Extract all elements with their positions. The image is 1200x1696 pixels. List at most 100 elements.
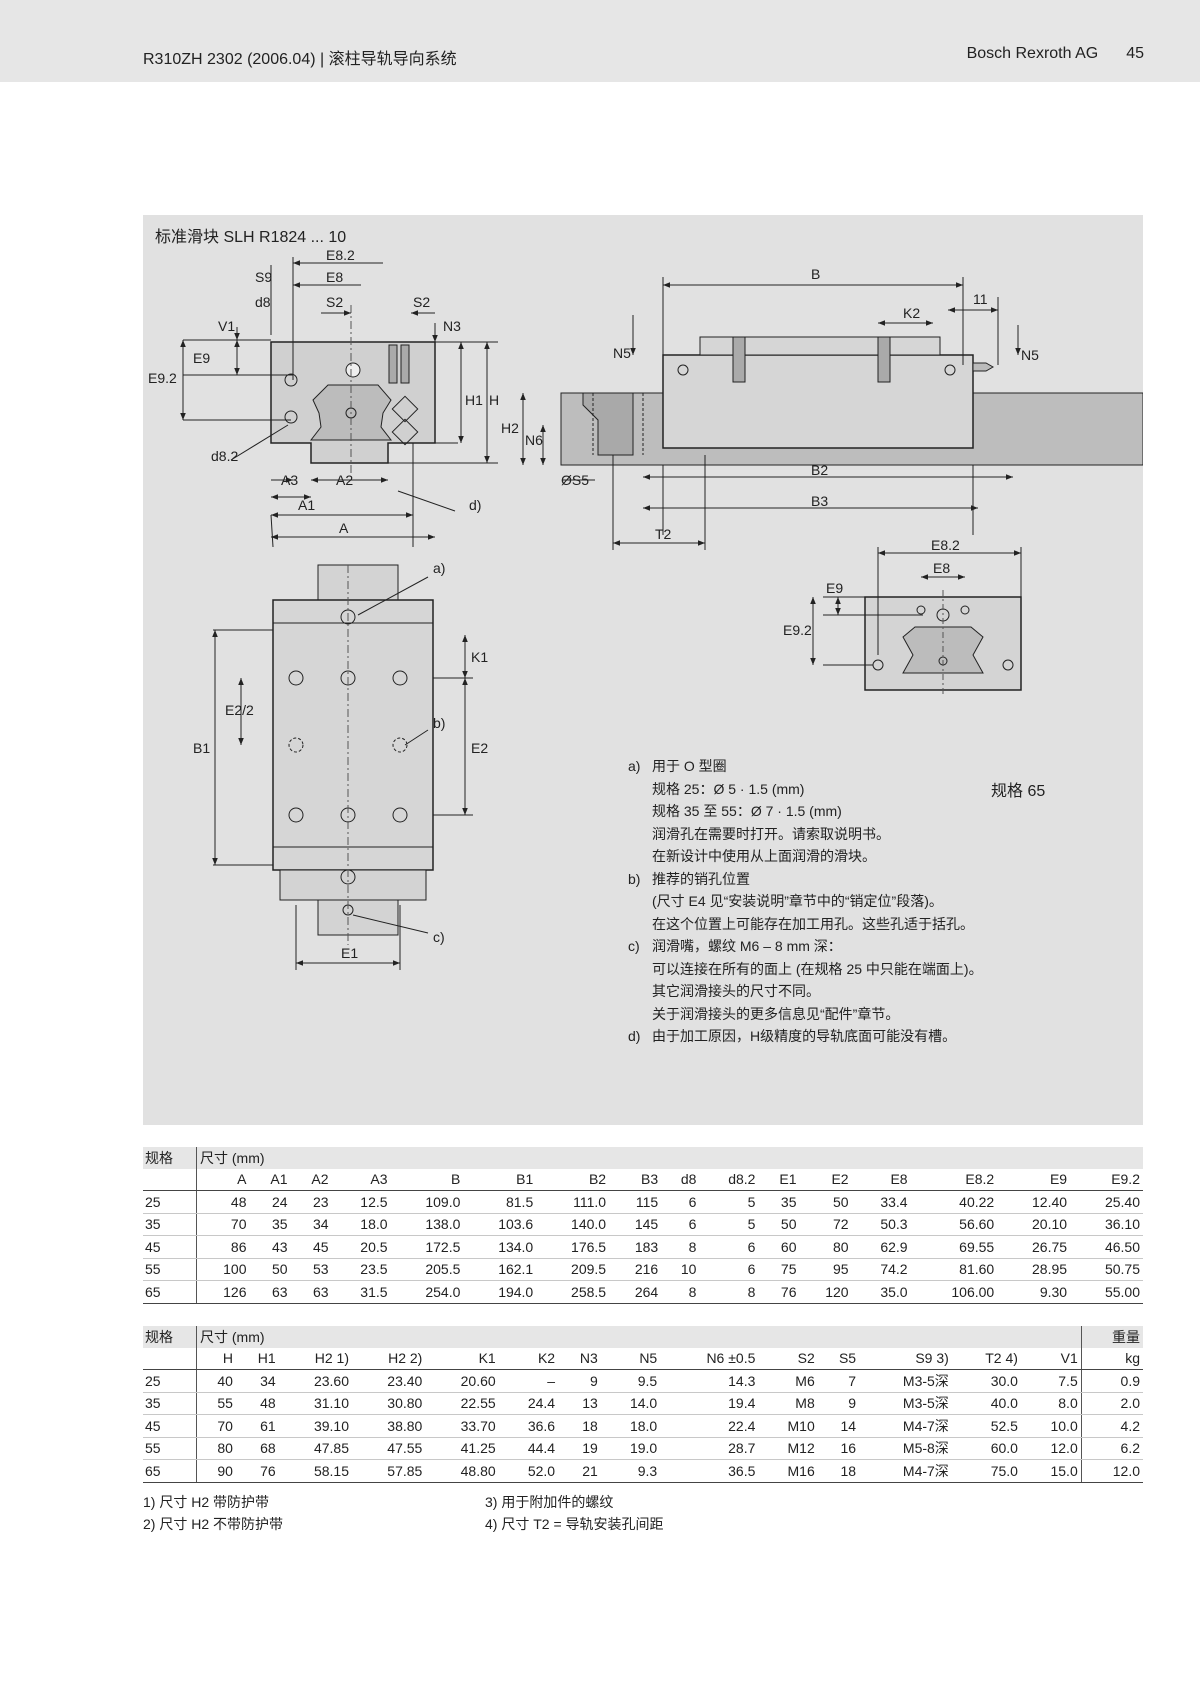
table-cell: 216 bbox=[609, 1258, 662, 1281]
table-cell: 60 bbox=[758, 1235, 800, 1259]
column-header: H2 2) bbox=[352, 1347, 426, 1370]
top-view bbox=[272, 564, 434, 936]
table-cell: M5-8深 bbox=[859, 1437, 952, 1460]
dim-label-d8: d8 bbox=[255, 294, 271, 310]
column-header: H2 1) bbox=[278, 1347, 352, 1370]
dim-label-N6: N6 bbox=[525, 432, 543, 448]
table-cell: 111.0 bbox=[536, 1190, 610, 1214]
table-cell: 47.85 bbox=[278, 1437, 352, 1460]
table-cell: 10.0 bbox=[1020, 1414, 1082, 1438]
dim-label-N5-right: N5 bbox=[1021, 347, 1039, 363]
table-cell: M3-5深 bbox=[859, 1369, 952, 1393]
table-cell: 48 bbox=[196, 1190, 250, 1214]
table-cell: 115 bbox=[609, 1190, 662, 1214]
callout-d: d) bbox=[469, 497, 481, 513]
dim-label-E8: E8 bbox=[326, 269, 343, 285]
column-header: E8.2 bbox=[910, 1168, 998, 1191]
table-cell: 23.40 bbox=[352, 1369, 426, 1393]
doc-ref: R310ZH 2302 (2006.04) bbox=[143, 51, 316, 68]
table-cell: 34 bbox=[235, 1369, 279, 1393]
figure-title: 标准滑块 SLH R1824 ... 10 bbox=[155, 229, 347, 246]
front-view bbox=[270, 341, 436, 464]
table-cell: 6 bbox=[699, 1235, 759, 1259]
table-cell: 50.3 bbox=[851, 1213, 911, 1236]
column-header: N5 bbox=[600, 1347, 661, 1370]
size-cell: 45 bbox=[143, 1414, 197, 1438]
table-cell: 194.0 bbox=[463, 1280, 537, 1304]
column-header: S2 bbox=[758, 1347, 818, 1370]
column-header: E9.2 bbox=[1070, 1168, 1143, 1191]
table-cell: 18 bbox=[558, 1414, 601, 1438]
dim-label-H1: H1 bbox=[465, 392, 483, 408]
table-cell: 264 bbox=[609, 1280, 662, 1304]
table-cell: 12.40 bbox=[997, 1190, 1071, 1214]
table-cell: M16 bbox=[758, 1459, 818, 1483]
dim-label-T2: T2 bbox=[655, 526, 672, 542]
dim-label-N5-left: N5 bbox=[613, 345, 631, 361]
size-cell: 55 bbox=[143, 1437, 197, 1460]
size-cell: 65 bbox=[143, 1459, 197, 1483]
table-cell: 50.75 bbox=[1070, 1258, 1143, 1281]
table-cell: 86 bbox=[196, 1235, 250, 1259]
column-header: E8 bbox=[851, 1168, 911, 1191]
table-cell: 36.10 bbox=[1070, 1213, 1143, 1236]
table-cell: 40.22 bbox=[910, 1190, 998, 1214]
header-doc-info: R310ZH 2302 (2006.04) | 滚柱导轨导向系统 bbox=[143, 51, 457, 68]
table-cell: 18.0 bbox=[331, 1213, 391, 1236]
table-cell: 34 bbox=[290, 1213, 332, 1236]
column-header: E2 bbox=[799, 1168, 852, 1191]
table-cell: 43 bbox=[249, 1235, 291, 1259]
table-cell: 134.0 bbox=[463, 1235, 537, 1259]
table-cell: 72 bbox=[799, 1213, 852, 1236]
dim-label-d82: d8.2 bbox=[211, 448, 238, 464]
dim-label-S2-left: S2 bbox=[326, 294, 343, 310]
size-cell: 55 bbox=[143, 1258, 197, 1281]
dim-label-E1: E1 bbox=[341, 945, 358, 961]
column-header: E9 bbox=[997, 1168, 1071, 1191]
table-cell: 38.80 bbox=[352, 1414, 426, 1438]
technical-drawing: E8.2 E8 S9 d8 S2 S2 V1 N3 E9 E9.2 H1 H d… bbox=[148, 247, 1143, 970]
table-cell: 14.0 bbox=[600, 1392, 661, 1415]
table-cell: 30.0 bbox=[951, 1369, 1021, 1393]
size-cell: 45 bbox=[143, 1235, 197, 1259]
table-cell: M3-5深 bbox=[859, 1392, 952, 1415]
table-cell: 126 bbox=[196, 1280, 250, 1304]
table-cell: 60.0 bbox=[951, 1437, 1021, 1460]
table-cell: – bbox=[498, 1369, 559, 1393]
table-cell: 81.5 bbox=[463, 1190, 537, 1214]
company-name: Bosch Rexroth AG bbox=[966, 45, 1099, 62]
table-cell: 75.0 bbox=[951, 1459, 1021, 1483]
table-cell: 80 bbox=[799, 1235, 852, 1259]
table-cell: 0.9 bbox=[1080, 1369, 1143, 1393]
table-cell: 14 bbox=[817, 1414, 860, 1438]
table-cell: 48 bbox=[235, 1392, 279, 1415]
drawing-notes: a) 用于 O 型圈 规格 25：Ø 5 · 1.5 (mm) 规格 35 至 … bbox=[628, 755, 983, 1048]
table-cell: 5 bbox=[699, 1213, 759, 1236]
table-cell: 23 bbox=[290, 1190, 332, 1214]
table-cell: M6 bbox=[758, 1369, 818, 1393]
footnote-2: 2) 尺寸 H2 不带防护带 bbox=[143, 1516, 284, 1532]
table-cell: 103.6 bbox=[463, 1213, 537, 1236]
dim-label-E82: E8.2 bbox=[326, 247, 355, 263]
footnote-4: 4) 尺寸 T2 = 导轨安装孔间距 bbox=[485, 1516, 664, 1532]
dim-label-A1: A1 bbox=[298, 497, 315, 513]
dim-label-E92: E9.2 bbox=[148, 370, 177, 386]
table-cell: 22.55 bbox=[425, 1392, 499, 1415]
table-cell: 106.00 bbox=[910, 1280, 998, 1304]
column-header: K2 bbox=[498, 1347, 559, 1370]
column-header: B bbox=[390, 1168, 464, 1191]
table-cell: 120 bbox=[799, 1280, 852, 1304]
table-cell: 254.0 bbox=[390, 1280, 464, 1304]
callout-a: a) bbox=[433, 560, 445, 576]
table-cell: 15.0 bbox=[1020, 1459, 1082, 1483]
table-cell: 95 bbox=[799, 1258, 852, 1281]
table-cell: 24 bbox=[249, 1190, 291, 1214]
table-cell: 28.7 bbox=[660, 1437, 759, 1460]
column-header: V1 bbox=[1020, 1347, 1082, 1370]
column-header: A bbox=[196, 1168, 250, 1191]
